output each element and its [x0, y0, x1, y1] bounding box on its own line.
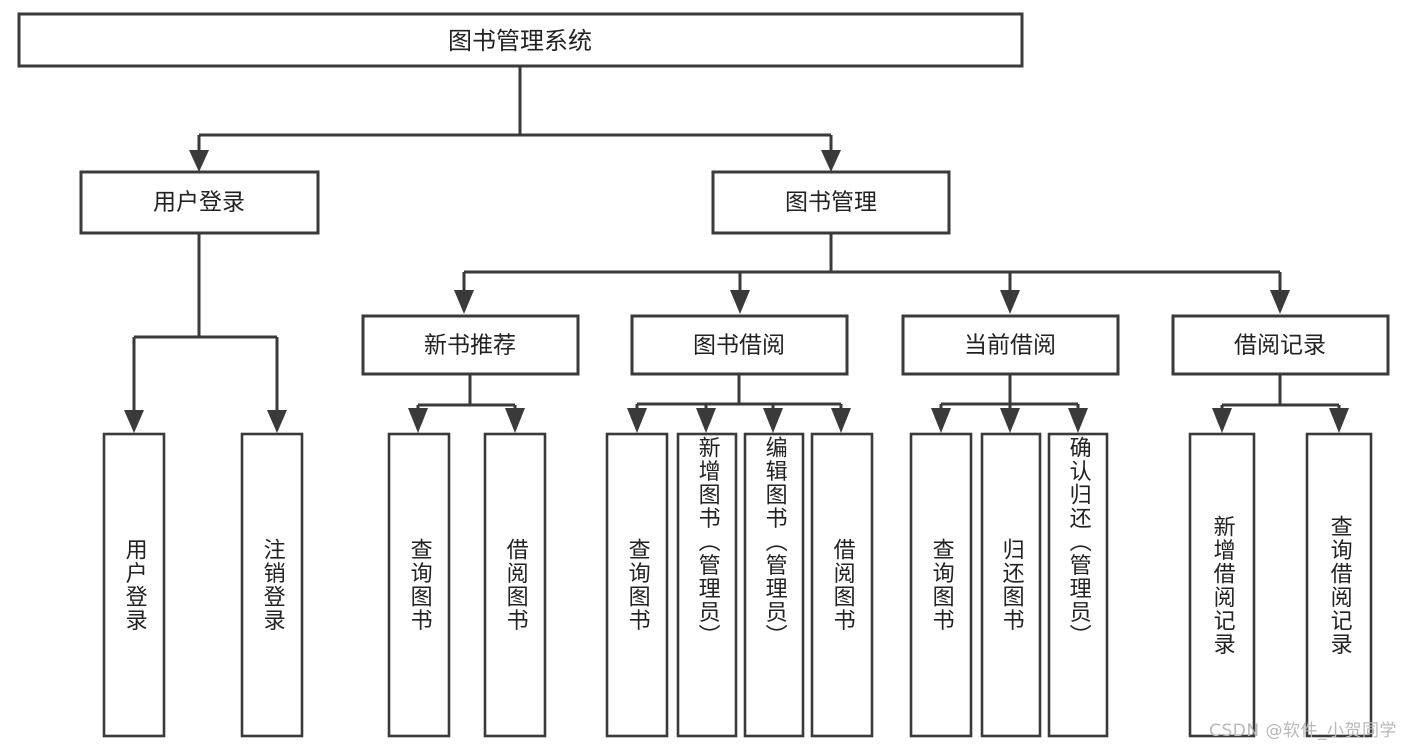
node-new-book-recommend-box[interactable]: [361, 314, 580, 376]
leaf-box-query-book-2[interactable]: [605, 432, 669, 738]
leaf-box-confirm-return[interactable]: [1047, 432, 1109, 738]
node-user-login-label: 用户登录: [153, 190, 245, 216]
node-book-management-label: 图书管理: [785, 190, 877, 216]
arrow-head-leaf-user-logout: [267, 410, 287, 433]
arrow-head-leaf-return-book: [1000, 408, 1020, 433]
arrow-head-leaf-edit-book: [763, 408, 783, 433]
node-borrow-record-box[interactable]: [1171, 314, 1390, 376]
node-new-book-recommend[interactable]: 新书推荐: [361, 314, 580, 376]
arrow-head-leaf-user-login: [124, 410, 144, 433]
arrow-head-user-login: [189, 150, 209, 172]
leaf-box-query-record[interactable]: [1305, 432, 1373, 738]
node-book-management-box[interactable]: [711, 170, 951, 235]
node-root-label: 图书管理系统: [448, 27, 592, 55]
leaf-box-add-record[interactable]: [1188, 432, 1256, 738]
arrow-head-leaf-add-book: [696, 408, 716, 433]
leaf-box-borrow-book-1[interactable]: [483, 432, 547, 738]
node-user-login[interactable]: 用户登录: [79, 170, 320, 235]
arrow-head-leaf-query-book-2: [627, 408, 647, 433]
node-new-book-recommend-label: 新书推荐: [424, 333, 516, 359]
connector-book-management-to-level2: [454, 233, 1290, 314]
leaf-box-borrow-book-2[interactable]: [810, 432, 874, 738]
node-current-borrow[interactable]: 当前借阅: [901, 314, 1120, 376]
leaf-box-edit-book[interactable]: [743, 432, 805, 738]
leaf-box-query-book-3[interactable]: [909, 432, 973, 738]
node-borrow-record-label: 借阅记录: [1234, 333, 1326, 359]
node-book-management[interactable]: 图书管理: [711, 170, 951, 235]
arrow-head-leaf-confirm-return: [1068, 408, 1088, 433]
arrow-head-leaf-borrow-book-1: [505, 408, 525, 433]
connector-book-borrow-to-leaves: [627, 374, 851, 433]
arrow-head-current-borrow: [1000, 290, 1020, 314]
arrow-head-new-book-recommend: [454, 290, 474, 314]
leaf-box-return-book[interactable]: [980, 432, 1042, 738]
connector-new-book-recommend-to-leaves: [408, 374, 525, 433]
leaf-box-query-book-1[interactable]: [387, 432, 451, 738]
arrow-head-leaf-query-book-3: [931, 408, 951, 433]
arrow-head-borrow-record: [1270, 290, 1290, 314]
connector-user-login-to-leaves: [124, 233, 287, 433]
connector-current-borrow-to-leaves: [931, 374, 1088, 433]
node-current-borrow-label: 当前借阅: [964, 333, 1056, 359]
arrow-head-leaf-borrow-book-2: [831, 408, 851, 433]
leaf-box-user-login[interactable]: [102, 432, 166, 738]
node-borrow-record[interactable]: 借阅记录: [1171, 314, 1390, 376]
arrow-head-book-borrow: [730, 290, 750, 314]
arrow-head-leaf-query-book-1: [408, 408, 428, 433]
node-root[interactable]: 图书管理系统: [17, 12, 1024, 68]
leaf-box-add-book[interactable]: [676, 432, 738, 738]
node-root-box[interactable]: [17, 12, 1024, 68]
node-book-borrow[interactable]: 图书借阅: [630, 314, 849, 376]
node-book-borrow-box[interactable]: [630, 314, 849, 376]
arrow-head-leaf-query-record: [1329, 408, 1349, 433]
node-book-borrow-label: 图书借阅: [693, 333, 785, 359]
connector-root-to-level1: [189, 66, 841, 172]
connector-borrow-record-to-leaves: [1212, 374, 1349, 433]
node-current-borrow-box[interactable]: [901, 314, 1120, 376]
arrow-head-leaf-add-record: [1212, 408, 1232, 433]
arrow-head-book-management: [821, 150, 841, 172]
leaf-box-user-logout[interactable]: [240, 432, 304, 738]
